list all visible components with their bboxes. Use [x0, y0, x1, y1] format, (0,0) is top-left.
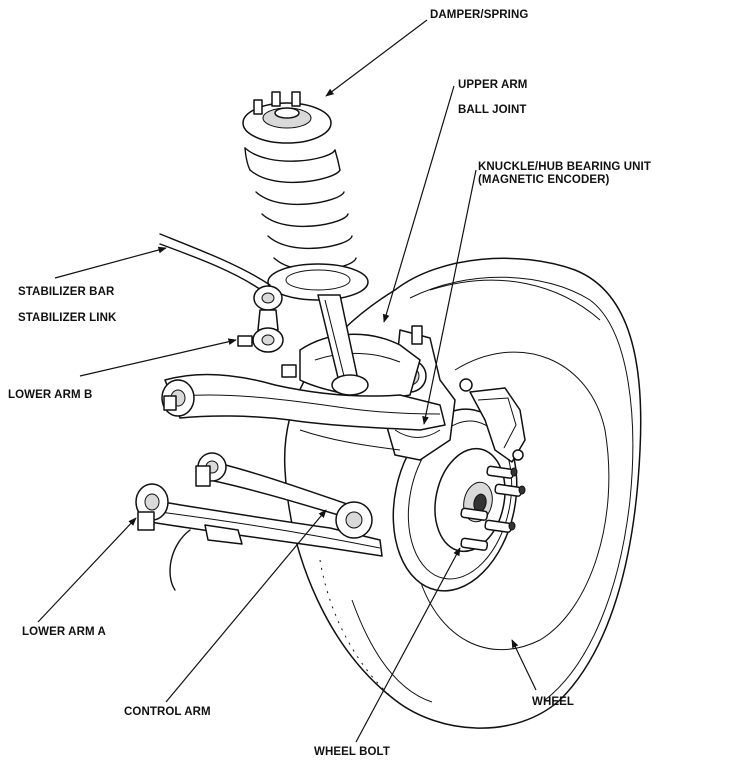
- label-wheel-bolt: WHEEL BOLT: [314, 746, 390, 758]
- label-control-arm: CONTROL ARM: [124, 706, 211, 718]
- damper-spring: [242, 91, 369, 396]
- label-lower-arm-b: LOWER ARM B: [8, 389, 93, 401]
- label-damper-spring: DAMPER/SPRING: [430, 9, 529, 21]
- brake-hose: [169, 529, 191, 591]
- control-arm: [195, 452, 356, 521]
- lower-arm-a: [135, 483, 383, 557]
- label-knuckle-line1: KNUCKLE/HUB BEARING UNIT: [478, 161, 651, 173]
- label-knuckle-line2: (MAGNETIC ENCODER): [478, 174, 610, 186]
- wheel-bolts: [460, 465, 526, 551]
- brake-caliper: [459, 378, 526, 463]
- label-ball-joint: BALL JOINT: [458, 104, 527, 116]
- label-lower-arm-a: LOWER ARM A: [22, 626, 106, 638]
- stabilizer-bar: [159, 233, 271, 293]
- label-stabilizer-link: STABILIZER LINK: [18, 312, 117, 324]
- lower-arm-b: [161, 373, 446, 431]
- label-wheel: WHEEL: [532, 696, 575, 708]
- sensor-wire: [299, 429, 401, 451]
- leader-lines: [37, 19, 537, 743]
- label-upper-arm: UPPER ARM: [458, 79, 528, 91]
- label-stabilizer-bar: STABILIZER BAR: [18, 286, 115, 298]
- stabilizer-link: [237, 285, 297, 378]
